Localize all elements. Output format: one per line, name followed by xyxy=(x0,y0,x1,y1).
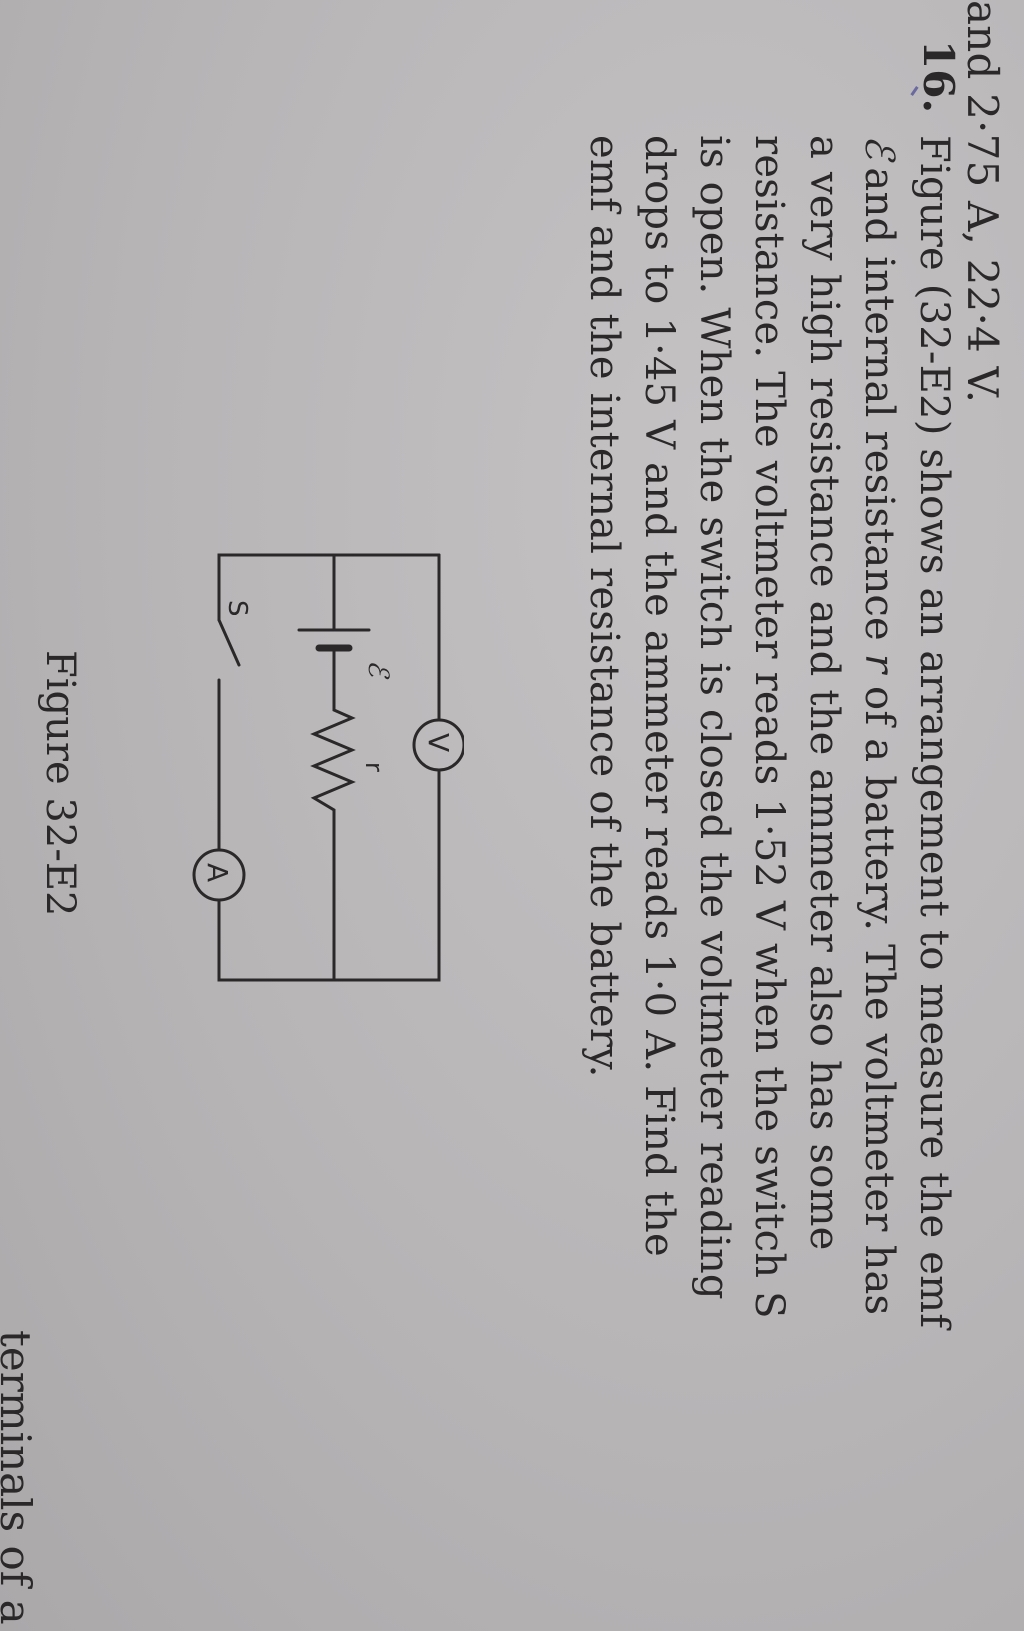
emf-symbol: ℰ xyxy=(856,135,902,160)
internal-resistance-symbol: r xyxy=(856,653,902,674)
question-line-4: resistance. The voltmeter reads 1·52 V w… xyxy=(746,135,792,1319)
internal-resistance-label: r xyxy=(360,762,388,772)
ammeter-label: A xyxy=(201,863,234,882)
internal-resistor-zigzag xyxy=(310,646,356,982)
switch-label: S xyxy=(222,600,252,617)
previous-answer-line: and 2·75 A, 22·4 V. xyxy=(958,0,1007,404)
switch-blade xyxy=(217,618,241,667)
circuit-svg: V A ℰ r S xyxy=(192,553,464,982)
ammeter-wire-right xyxy=(217,898,336,982)
voltmeter-label: V xyxy=(422,733,455,752)
question-line-1: Figure (32-E2) shows an arrangement to m… xyxy=(911,135,957,1329)
question-line-2: ℰand internal resistance r of a battery.… xyxy=(855,135,903,1315)
circuit-diagram: V A ℰ r S xyxy=(144,520,464,1020)
question-line-7: emf and the internal resistance of the b… xyxy=(581,135,627,1078)
voltmeter-wire-right xyxy=(332,768,441,982)
next-question-fragment: terminals of a xyxy=(0,1330,40,1625)
question-line-2-text-a: and internal resistance xyxy=(856,167,902,654)
question-line-2-text-b: of a battery. The voltmeter has xyxy=(856,673,902,1316)
figure-caption: Figure 32-E2 xyxy=(37,650,83,917)
question-line-6: drops to 1·45 V and the ammeter reads 1·… xyxy=(636,135,682,1257)
question-line-5: is open. When the switch is closed the v… xyxy=(691,135,737,1300)
switch-wire-left xyxy=(217,553,336,622)
emf-label: ℰ xyxy=(362,660,395,680)
question-number: 16. xyxy=(914,40,963,114)
question-line-3: a very high resistance and the ammeter a… xyxy=(801,135,847,1251)
